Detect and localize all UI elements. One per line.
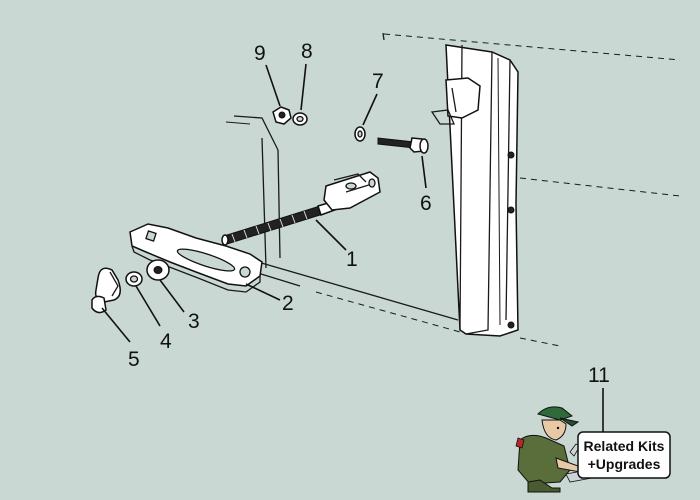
callout-labels: 1 2 3 4 5 6 7 8 9 11 [128,40,610,387]
body-bracket [430,44,519,337]
leader-lines [101,63,604,432]
part-9-hex-nut [272,106,292,125]
callout-1: 1 [346,248,358,271]
vehicle-body-outline [225,32,681,347]
part-3-flat-washer [146,259,170,281]
part-1-threaded-rod [221,171,381,246]
kits-label-line2: +Upgrades [588,456,661,472]
kits-label-line1: Related Kits [584,438,665,454]
callout-5: 5 [128,348,140,371]
callout-4: 4 [160,330,172,353]
callout-9: 9 [254,42,266,65]
part-5-wing-nut [91,267,121,314]
callout-7: 7 [372,70,384,93]
callout-2: 2 [282,292,294,315]
part-4-lock-washer [125,271,143,287]
part-6-bolt [377,137,429,154]
related-kits-badge[interactable]: Related Kits +Upgrades [515,406,671,493]
part-2-slotted-plate [129,223,263,293]
callout-8: 8 [301,40,313,63]
part-8-lock-washer [292,112,308,126]
callout-11: 11 [588,364,610,387]
callout-6: 6 [420,192,432,215]
callout-3: 3 [188,310,200,333]
kits-label-box [577,431,671,479]
part-7-washer [354,126,366,142]
